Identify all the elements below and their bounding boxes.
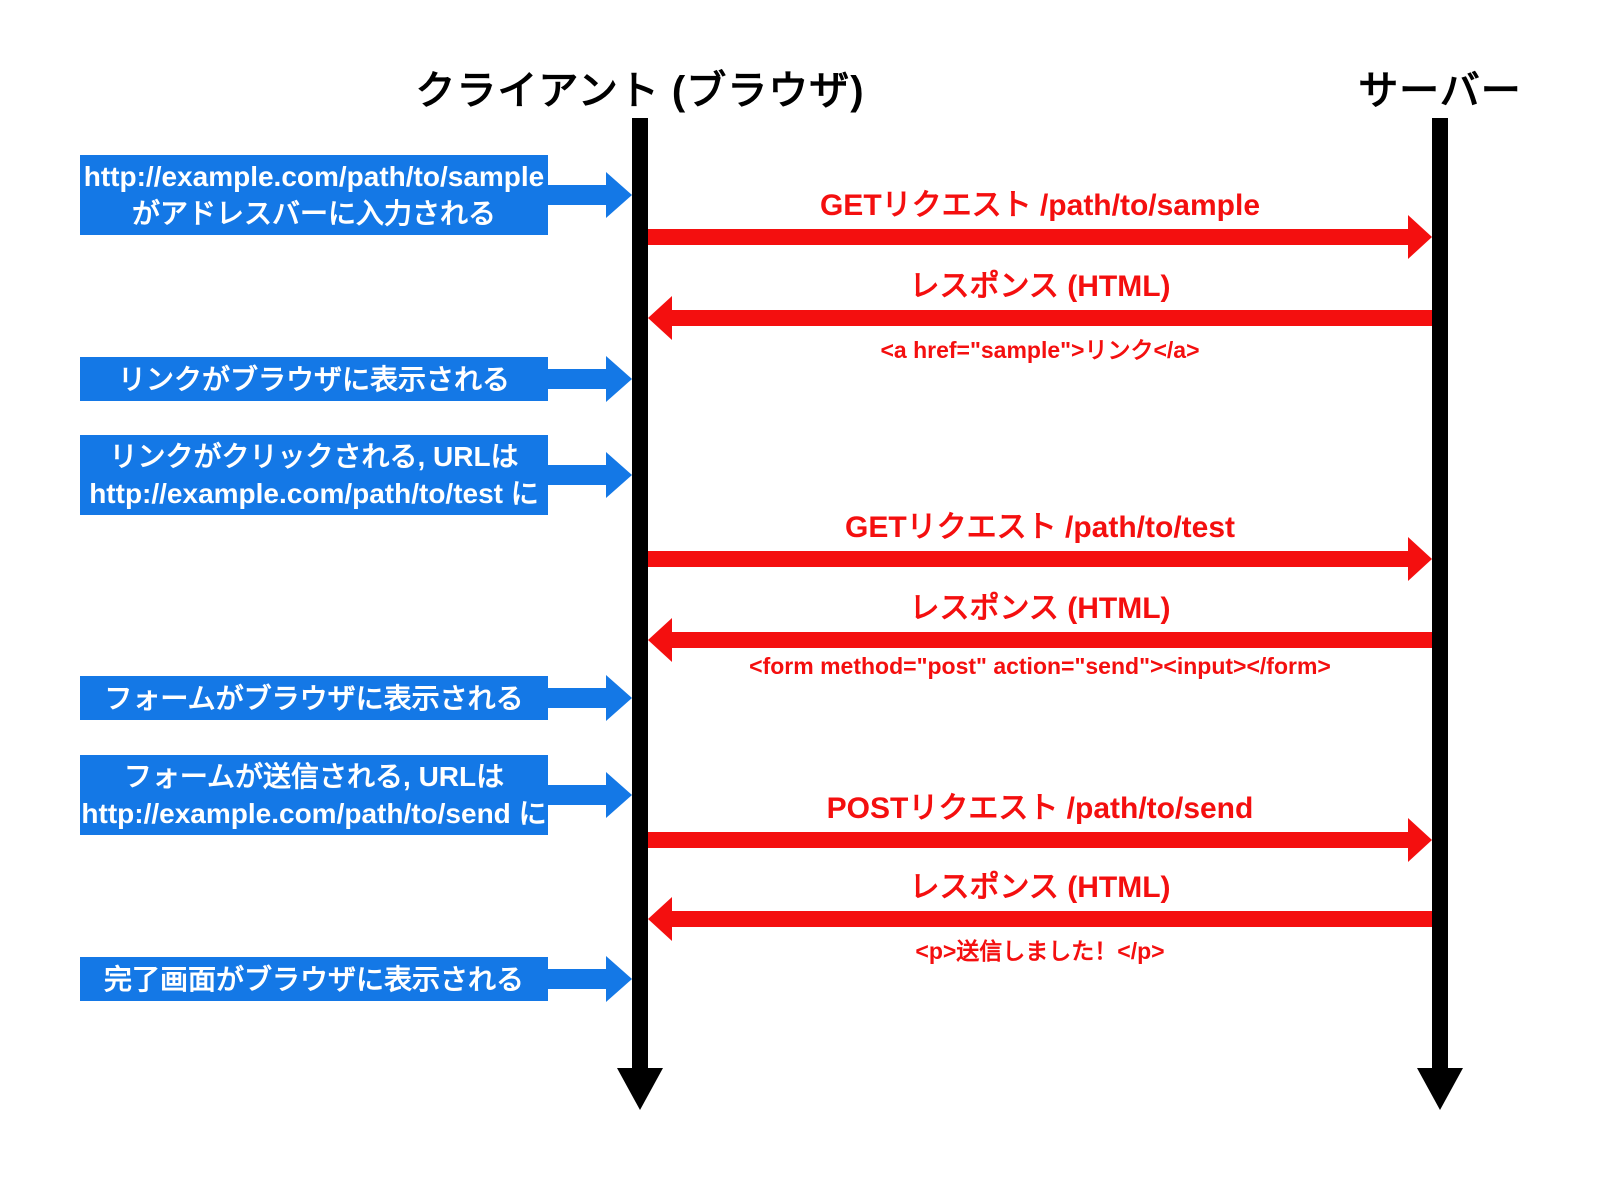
event-text-line: フォームがブラウザに表示される xyxy=(104,682,524,714)
event-box: http://example.com/path/to/sample がアドレスバ… xyxy=(80,155,548,235)
event-link-clicked: リンクがクリックされる, URLは http://example.com/pat… xyxy=(80,435,632,515)
event-text-line: がアドレスバーに入力される xyxy=(131,198,496,229)
event-text-line: http://example.com/path/to/send に xyxy=(81,798,547,829)
client-title: クライアント (ブラウザ) xyxy=(415,69,865,113)
response-arrow-icon xyxy=(648,296,1432,340)
message-label: POSTリクエスト /path/to/send xyxy=(826,792,1254,825)
event-box: フォームが送信される, URLは http://example.com/path… xyxy=(80,755,548,835)
client-lifeline xyxy=(617,118,663,1110)
event-box: フォームがブラウザに表示される xyxy=(80,676,548,720)
event-box: 完了画面がブラウザに表示される xyxy=(80,957,548,1001)
event-text-line: 完了画面がブラウザに表示される xyxy=(103,963,524,995)
down-arrowhead-icon xyxy=(1417,1068,1463,1110)
message-label: レスポンス (HTML) xyxy=(909,270,1171,303)
event-form-displayed: フォームがブラウザに表示される xyxy=(80,675,632,721)
message-label: レスポンス (HTML) xyxy=(909,871,1171,904)
request-arrow-icon xyxy=(648,215,1432,259)
event-text-line: リンクがクリックされる, URLは xyxy=(109,441,519,472)
event-link-displayed: リンクがブラウザに表示される xyxy=(80,356,632,402)
request-arrow-icon xyxy=(648,537,1432,581)
message-label: GETリクエスト /path/to/test xyxy=(845,511,1235,544)
message-label: レスポンス (HTML) xyxy=(909,592,1171,625)
message-sublabel: <a href="sample">リンク</a> xyxy=(880,337,1200,363)
right-arrow-icon xyxy=(548,356,632,402)
right-arrow-icon xyxy=(548,956,632,1002)
event-text-line: フォームが送信される, URLは xyxy=(123,761,505,792)
response-arrow-icon xyxy=(648,618,1432,662)
server-lifeline xyxy=(1417,118,1463,1110)
event-box: リンクがブラウザに表示される xyxy=(80,357,548,401)
message-label: GETリクエスト /path/to/sample xyxy=(819,189,1261,222)
event-form-submitted: フォームが送信される, URLは http://example.com/path… xyxy=(80,755,632,835)
right-arrow-icon xyxy=(548,172,632,218)
right-arrow-icon xyxy=(548,675,632,721)
server-title: サーバー xyxy=(1358,69,1522,113)
request-arrow-icon xyxy=(648,818,1432,862)
event-url-entered: http://example.com/path/to/sample がアドレスバ… xyxy=(80,155,632,235)
right-arrow-icon xyxy=(548,772,632,818)
response-arrow-icon xyxy=(648,897,1432,941)
event-text-line: http://example.com/path/to/sample xyxy=(83,161,545,192)
event-text-line: http://example.com/path/to/test に xyxy=(89,478,539,509)
event-box: リンクがクリックされる, URLは http://example.com/pat… xyxy=(80,435,548,515)
right-arrow-icon xyxy=(548,452,632,498)
message-sublabel: <p>送信しました！</p> xyxy=(915,938,1165,964)
down-arrowhead-icon xyxy=(617,1068,663,1110)
event-text-line: リンクがブラウザに表示される xyxy=(117,363,510,395)
event-completion-displayed: 完了画面がブラウザに表示される xyxy=(80,956,632,1002)
message-sublabel: <form method="post" action="send"><input… xyxy=(749,653,1331,679)
